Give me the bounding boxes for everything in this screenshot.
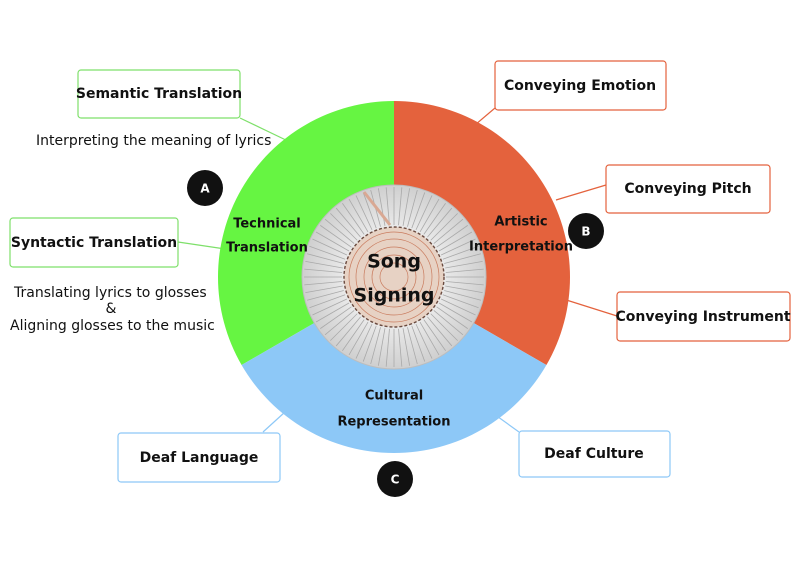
syntactic-description-line1: Translating lyrics to glosses bbox=[13, 285, 207, 301]
ring bbox=[217, 101, 570, 453]
center-title-line1: Song bbox=[367, 251, 421, 273]
conveying-emotion-box: Conveying Emotion bbox=[494, 60, 667, 111]
conveying-instrument-box: Conveying Instrument bbox=[615, 291, 791, 342]
syntactic-description-amp: & bbox=[106, 301, 117, 317]
cultural-label-line2: Representation bbox=[337, 415, 450, 430]
badge-b-label: B bbox=[581, 225, 590, 239]
cultural-representation-segment bbox=[241, 319, 547, 453]
connector-pitch bbox=[555, 184, 607, 201]
semantic-translation-box: Semantic Translation bbox=[76, 69, 242, 119]
connector-instrument bbox=[559, 297, 618, 317]
syntactic-translation-label: Syntactic Translation bbox=[11, 235, 177, 251]
badge-a-label: A bbox=[200, 182, 210, 196]
conveying-pitch-label: Conveying Pitch bbox=[624, 181, 751, 197]
deaf-culture-label: Deaf Culture bbox=[544, 446, 644, 462]
deaf-language-box: Deaf Language bbox=[117, 432, 281, 483]
syntactic-translation-box: Syntactic Translation bbox=[9, 217, 179, 268]
conveying-instrument-label: Conveying Instrument bbox=[615, 309, 790, 325]
technical-translation-segment bbox=[217, 101, 394, 365]
center-title-line2: Signing bbox=[354, 285, 435, 307]
badge-c-label: C bbox=[391, 473, 400, 487]
artistic-label-line1: Artistic bbox=[494, 215, 547, 230]
badge-b: B bbox=[568, 213, 604, 249]
fan-stick bbox=[362, 191, 392, 226]
semantic-translation-label: Semantic Translation bbox=[76, 86, 242, 102]
badge-c: C bbox=[377, 461, 413, 497]
center-fan-image bbox=[301, 184, 487, 370]
deaf-culture-box: Deaf Culture bbox=[518, 430, 671, 478]
syntactic-description-line2: Aligning glosses to the music bbox=[10, 318, 215, 334]
connector-semantic bbox=[239, 117, 291, 143]
artistic-interpretation-segment bbox=[394, 101, 570, 365]
connector-lines bbox=[177, 107, 618, 433]
technical-label-line2: Translation bbox=[226, 241, 308, 256]
connector-deaf-language bbox=[262, 411, 286, 433]
technical-label-line1: Technical bbox=[233, 217, 301, 232]
cultural-label-line1: Cultural bbox=[365, 389, 423, 404]
artistic-label-line2: Interpretation bbox=[469, 240, 573, 255]
semantic-description: Interpreting the meaning of lyrics bbox=[36, 133, 271, 149]
conveying-emotion-label: Conveying Emotion bbox=[504, 78, 656, 94]
badge-a: A bbox=[187, 170, 223, 206]
deaf-language-label: Deaf Language bbox=[140, 450, 259, 466]
conveying-pitch-box: Conveying Pitch bbox=[605, 164, 771, 214]
